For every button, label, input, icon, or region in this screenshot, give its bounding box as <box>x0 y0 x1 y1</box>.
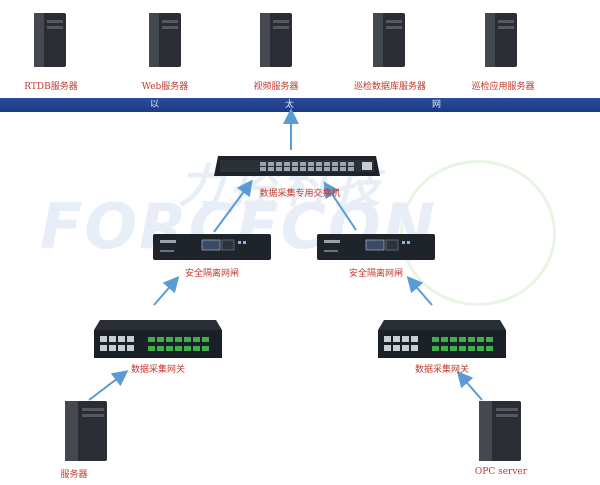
server-label: Web服务器 <box>141 82 189 92</box>
arrow-gateway-right-to-isolation <box>406 275 433 306</box>
server-label: RTDB服务器 <box>24 82 78 92</box>
server-label: 巡检应用服务器 <box>471 82 535 92</box>
isolation-device-icon <box>153 234 271 260</box>
bus-label: 网 <box>432 100 442 110</box>
bus-label: 太 <box>285 100 295 110</box>
arrow-isolation-right-to-switch <box>323 181 357 231</box>
gateway-label: 数据采集网关 <box>414 365 469 375</box>
server-label: 视频服务器 <box>253 82 299 92</box>
server-icon <box>373 13 405 67</box>
server-icon <box>260 13 292 67</box>
isolation-label: 安全隔离网闸 <box>184 269 239 279</box>
arrow-opc-to-gateway <box>456 370 483 401</box>
server-icon <box>479 401 521 461</box>
gateway-device-icon <box>378 320 506 358</box>
ethernet-bus: 以 太 网 <box>0 98 600 112</box>
arrow-server-to-gateway <box>88 370 129 401</box>
server-label: 服务器 <box>60 470 88 480</box>
gateway-label: 数据采集网关 <box>130 365 185 375</box>
server-icon <box>485 13 517 67</box>
bus-label: 以 <box>150 100 160 110</box>
switch-label: 数据采集专用交换机 <box>259 189 341 199</box>
isolation-label: 安全隔离网闸 <box>348 269 403 279</box>
server-icon <box>65 401 107 461</box>
server-label: 巡检数据库服务器 <box>353 82 426 92</box>
server-icon <box>34 13 66 67</box>
watermark-arc <box>400 160 556 306</box>
isolation-device-icon <box>317 234 435 260</box>
arrow-gateway-left-to-isolation <box>153 275 180 306</box>
server-label: OPC server <box>474 467 528 477</box>
server-icon <box>149 13 181 67</box>
arrow-isolation-left-to-switch <box>213 179 253 233</box>
switch-icon <box>214 156 380 176</box>
gateway-device-icon <box>94 320 222 358</box>
